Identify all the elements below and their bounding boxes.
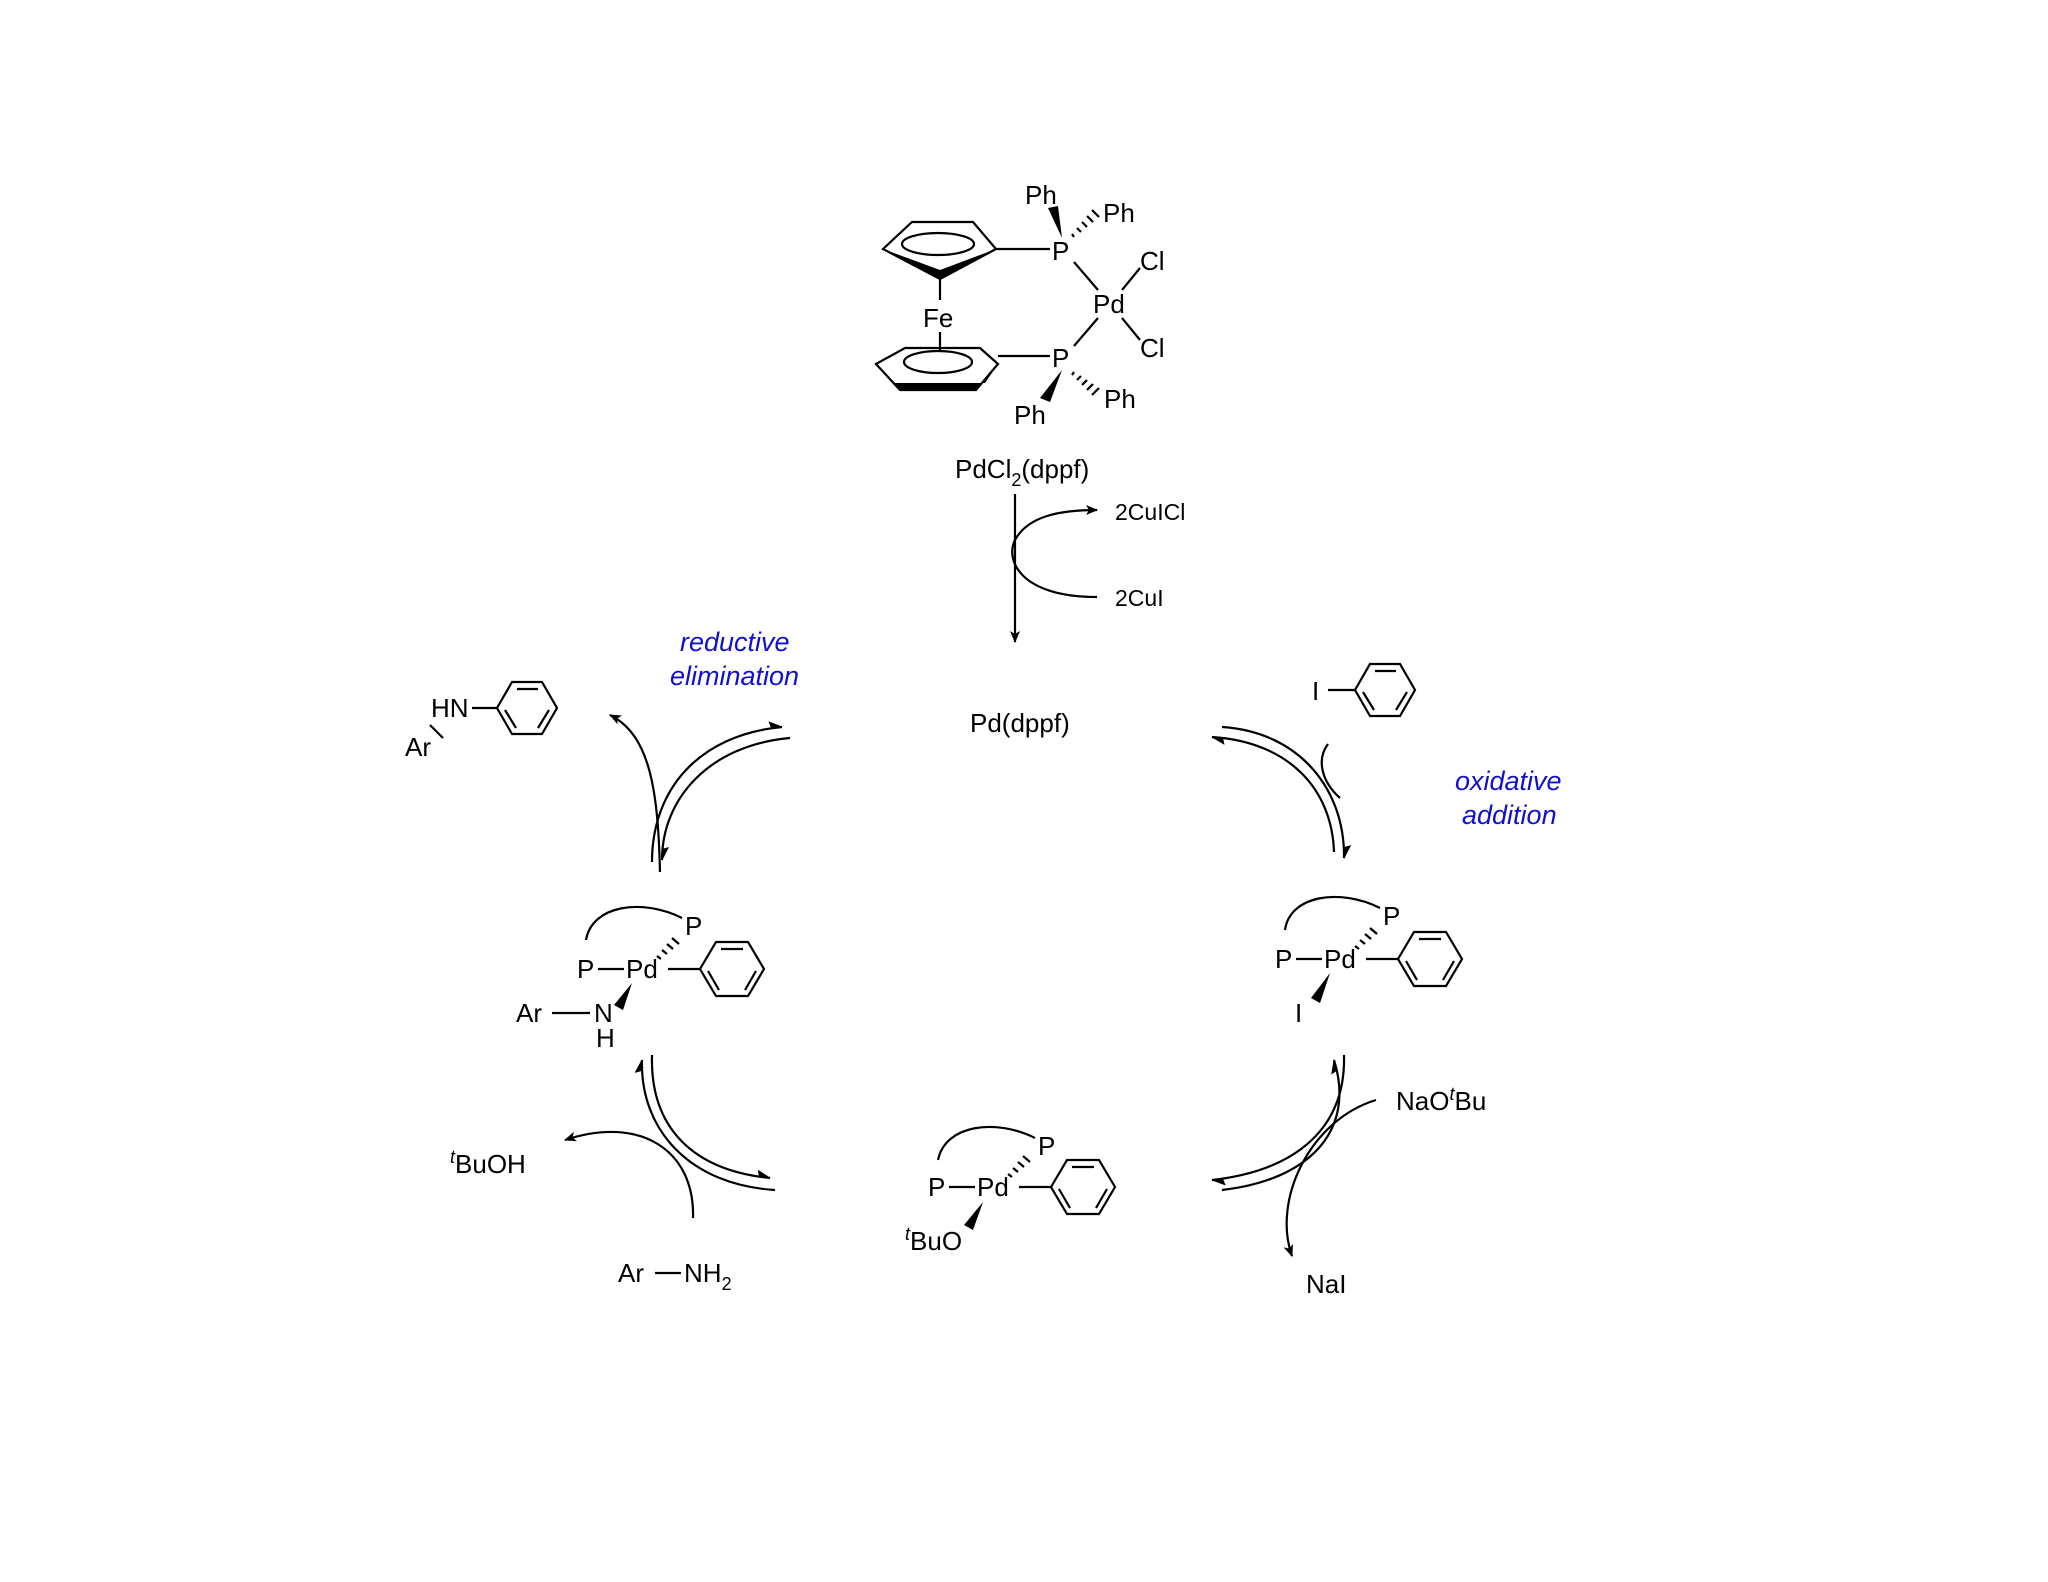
pd-cl-bond-bottom xyxy=(1121,317,1141,341)
precatalyst-structure: Fe P P Pd Cl Cl Ph Ph xyxy=(874,180,1165,430)
amination-reverse-arrow xyxy=(634,1059,776,1192)
amido-h: H xyxy=(596,1023,615,1053)
alkoxide-complex: P P Pd tBuO xyxy=(905,1125,1117,1256)
ox-complex-p-left: P xyxy=(1275,944,1292,974)
fe-label: Fe xyxy=(923,303,953,333)
product-ar-label: Ar xyxy=(405,732,431,762)
base-label-sup: t xyxy=(1449,1084,1455,1104)
p-top-label: P xyxy=(1052,236,1069,266)
p-bottom-label: P xyxy=(1052,343,1069,373)
exchange-reverse-arrow xyxy=(1221,1059,1341,1192)
reductive-forward-arrow xyxy=(650,721,783,863)
amine-nh2-label: NH2 xyxy=(684,1258,732,1294)
salt-label: NaI xyxy=(1306,1269,1346,1299)
aryl-iodide-entry-arrow xyxy=(1320,743,1341,799)
ox-complex-pd: Pd xyxy=(1324,944,1356,974)
bottom-p-hash xyxy=(1071,371,1100,396)
amine-label-nh: NH xyxy=(684,1258,722,1288)
pd-label: Pd xyxy=(1093,289,1125,319)
ph-1-label: Ph xyxy=(1025,180,1057,210)
aryl-iodide: I xyxy=(1312,662,1417,718)
p-pd-bond-bottom xyxy=(1073,317,1099,347)
oxidative-forward-arrow xyxy=(1221,725,1352,859)
product-diarylamine: HN Ar xyxy=(405,680,559,762)
amine-label: Ar xyxy=(618,1258,644,1288)
tbuoh-label: tBuOH xyxy=(450,1147,526,1179)
amido-complex: P P Pd Ar N H xyxy=(516,905,766,1053)
base-label-na: NaO xyxy=(1396,1086,1449,1116)
base-label: NaOtBu xyxy=(1396,1084,1486,1116)
product-hn-label: HN xyxy=(431,693,469,723)
tbuoh-label-sup: t xyxy=(450,1147,456,1167)
p-pd-bond-top xyxy=(1073,261,1099,291)
ph-3-label: Ph xyxy=(1014,400,1046,430)
alkoxide-p-top: P xyxy=(1038,1131,1055,1161)
amine-alcohol-arrow xyxy=(564,1130,695,1219)
active-catalyst-label: Pd(dppf) xyxy=(970,708,1070,738)
base-label-bu: Bu xyxy=(1454,1086,1486,1116)
cu-exchange-arrow xyxy=(1011,505,1098,599)
alkoxide-pd: Pd xyxy=(977,1172,1009,1202)
oxidative-addition-label-2: addition xyxy=(1462,800,1557,830)
precatalyst-name-subscript: 2 xyxy=(1011,470,1021,490)
oxidative-addition-label-1: oxidative xyxy=(1455,766,1562,796)
cl-top-label: Cl xyxy=(1140,246,1165,276)
amine-label-sub: 2 xyxy=(722,1274,732,1294)
ox-complex-p-top: P xyxy=(1383,901,1400,931)
exchange-forward-arrow xyxy=(1211,1054,1346,1186)
bottom-cyclopentadienyl-ring xyxy=(874,346,1000,392)
amido-ar: Ar xyxy=(516,998,542,1028)
reductive-elimination-label-1: reductive xyxy=(680,627,790,657)
amido-pd: Pd xyxy=(626,954,658,984)
alkoxide-tbuo-text: BuO xyxy=(910,1226,962,1256)
base-salt-arrow xyxy=(1283,1098,1377,1257)
precatalyst-name-main: PdCl xyxy=(955,454,1011,484)
aryl-iodide-i-label: I xyxy=(1312,676,1319,706)
cuicl-label: 2CuICl xyxy=(1115,499,1185,525)
cui-label: 2CuI xyxy=(1115,585,1164,611)
reductive-elimination-label-2: elimination xyxy=(670,661,799,691)
ox-complex-i: I xyxy=(1295,998,1302,1028)
product-release-arrow xyxy=(609,714,662,873)
reductive-reverse-arrow xyxy=(660,736,791,861)
amido-p-top: P xyxy=(685,911,702,941)
amination-forward-arrow xyxy=(650,1054,771,1180)
top-p-hash xyxy=(1071,209,1100,238)
alkoxide-tbuo-sup: t xyxy=(905,1224,911,1244)
ph-2-label: Ph xyxy=(1103,198,1135,228)
precatalyst-name: PdCl2(dppf) xyxy=(955,454,1089,490)
alkoxide-tbuo: tBuO xyxy=(905,1224,962,1256)
amido-p-left: P xyxy=(577,954,594,984)
alkoxide-p-left: P xyxy=(928,1172,945,1202)
amido-n: N xyxy=(594,998,613,1028)
pd-cl-bond-top xyxy=(1121,267,1141,291)
bottom-p-wedge xyxy=(1040,370,1062,402)
oxidative-addition-complex: P P Pd I xyxy=(1275,895,1464,1028)
tbuoh-label-text: BuOH xyxy=(455,1149,526,1179)
precatalyst-name-tail: (dppf) xyxy=(1021,454,1089,484)
top-p-wedge xyxy=(1048,206,1062,238)
oxidative-reverse-arrow xyxy=(1211,735,1336,853)
cl-bottom-label: Cl xyxy=(1140,333,1165,363)
amine-label-ar: Ar xyxy=(618,1258,644,1288)
ph-4-label: Ph xyxy=(1104,384,1136,414)
